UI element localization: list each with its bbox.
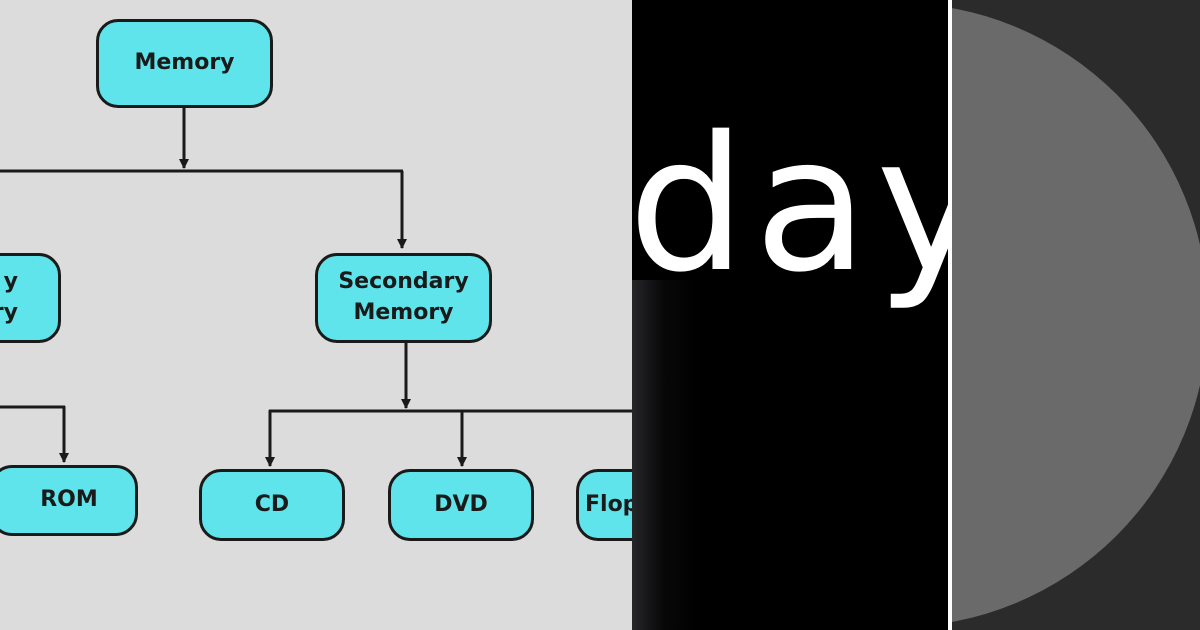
memory-node: Memory: [96, 19, 273, 108]
panel-divider: [948, 0, 952, 630]
dvd-node: DVD: [388, 469, 534, 541]
large-word: day: [632, 96, 950, 313]
large-circle-shape: [952, 8, 1200, 622]
circle-graphic: [952, 8, 1200, 622]
dark-word-panel: day: [632, 0, 950, 630]
cd-node: CD: [199, 469, 345, 541]
primary-memory-node: y ry: [0, 253, 61, 343]
diagram-connectors: [0, 106, 632, 467]
secondary-memory-node: Secondary Memory: [315, 253, 492, 343]
light-sheen: [632, 280, 702, 630]
circle-panel: [952, 0, 1200, 630]
rom-node: ROM: [0, 465, 138, 536]
floppy-node: Flop: [576, 469, 632, 541]
memory-hierarchy-diagram: Memory y ry Secondary Memory ROM CD DVD …: [0, 0, 632, 630]
